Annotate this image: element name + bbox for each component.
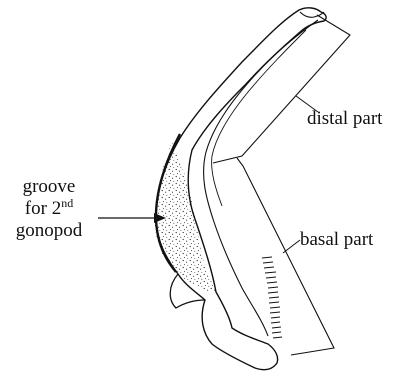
setae-fringe: [262, 257, 282, 338]
basal-part-bracket: [237, 158, 334, 355]
groove-stippled-area: [155, 142, 216, 292]
basal-leader-line: [283, 240, 300, 253]
groove-label-line1: groove: [0, 176, 98, 198]
inner-lamella-edge: [212, 30, 306, 206]
groove-label-line2-prefix: for 2: [25, 198, 61, 219]
groove-label: groove for 2nd gonopod: [0, 176, 98, 242]
groove-label-ordinal-suffix: nd: [61, 196, 73, 210]
distal-part-label: distal part: [307, 108, 382, 130]
groove-label-line3: gonopod: [0, 220, 98, 242]
groove-label-line2: for 2nd: [0, 198, 98, 220]
distal-part-bracket: [213, 15, 350, 163]
basal-part-label: basal part: [300, 229, 373, 251]
inner-ridge: [204, 20, 318, 336]
